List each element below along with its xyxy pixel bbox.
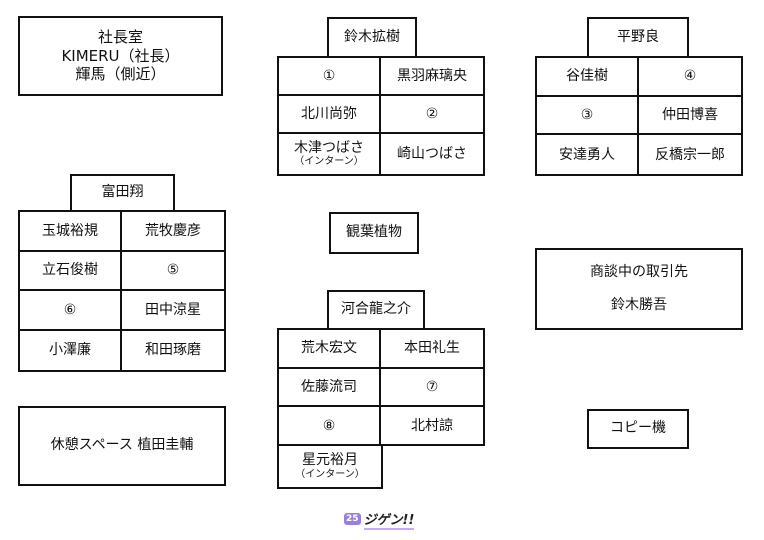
leader-name: 河合龍之介 <box>341 301 411 318</box>
desk-seat: 北村諒 <box>381 407 483 446</box>
desk-seat: 反橋宗一郎 <box>655 146 725 163</box>
break-area: 休憩スペース 植田圭輔 <box>18 406 226 486</box>
leader-name: 富田翔 <box>101 184 144 201</box>
group-leader-tomita: 富田翔 <box>70 174 175 212</box>
president-room-title: 社長室 <box>97 27 143 46</box>
desk-seat: 荒木宏文 <box>279 330 381 369</box>
leader-name: 平野良 <box>617 28 659 45</box>
copier-label: コピー機 <box>610 420 666 437</box>
desk-grid-suzuki: ① 黒羽麻璃央 北川尚弥 ② 木津つばさ （インターン） 崎山つばさ <box>277 56 485 176</box>
intern-label: （インターン） <box>295 468 365 480</box>
break-area-label: 休憩スペース 植田圭輔 <box>50 437 194 454</box>
desk-seat: 荒牧慶彦 <box>122 212 224 252</box>
logo: 25 ジゲン!! <box>344 509 418 530</box>
desk-seat: 崎山つばさ <box>397 145 467 162</box>
client-name: 鈴木勝吾 <box>611 297 667 313</box>
desk-seat: ④ <box>639 58 741 97</box>
desk-seat: ⑧ <box>279 407 381 446</box>
logo-badge: 25 <box>344 513 361 525</box>
client-meeting-title: 商談中の取引先 <box>590 263 688 280</box>
desk-seat: ② <box>381 96 483 134</box>
leader-name: 鈴木拡樹 <box>344 28 400 45</box>
desk-seat: 田中涼星 <box>122 291 224 331</box>
desk-seat: ⑦ <box>381 369 483 408</box>
intern-label: （インターン） <box>294 156 364 168</box>
group-leader-suzuki: 鈴木拡樹 <box>327 17 417 58</box>
desk-seat: 佐藤流司 <box>279 368 381 408</box>
desk-seat: 玉城裕規 <box>20 212 122 252</box>
client-meeting: 商談中の取引先 鈴木勝吾 <box>535 248 743 330</box>
plant-label: 観葉植物 <box>346 224 402 241</box>
group-leader-kawai: 河合龍之介 <box>327 290 425 330</box>
desk-seat: 和田琢磨 <box>145 342 201 359</box>
desk-seat: 安達勇人 <box>537 135 639 174</box>
desk-seat: 谷佳樹 <box>537 58 639 97</box>
desk-seat: 本田礼生 <box>381 330 483 369</box>
desk-seat-intern: 木津つばさ （インターン） <box>279 134 381 174</box>
president-room-president: KIMERU（社長） <box>61 46 180 65</box>
desk-seat-intern-kawai: 星元裕月 （インターン） <box>277 444 383 489</box>
intern-name: 星元裕月 <box>302 452 358 469</box>
president-room: 社長室 KIMERU（社長） 輝馬（側近） <box>18 16 223 96</box>
desk-seat: 仲田博喜 <box>639 97 741 136</box>
plant: 観葉植物 <box>329 212 419 254</box>
desk-seat: ① <box>279 58 381 96</box>
desk-grid-hirano: 谷佳樹 ④ ③ 仲田博喜 安達勇人 反橋宗一郎 <box>535 56 743 176</box>
desk-seat: 北川尚弥 <box>279 96 381 134</box>
desk-seat: ⑤ <box>122 252 224 291</box>
desk-grid-kawai: 荒木宏文 本田礼生 佐藤流司 ⑦ ⑧ 北村諒 <box>277 328 485 446</box>
desk-seat: 小澤廉 <box>20 330 122 370</box>
copier: コピー機 <box>587 409 689 449</box>
logo-text: ジゲン!! <box>363 509 415 530</box>
desk-seat: 立石俊樹 <box>20 251 122 291</box>
desk-seat: ③ <box>537 96 639 136</box>
desk-grid-tomita: 玉城裕規 荒牧慶彦 立石俊樹 ⑤ ⑥ 田中涼星 小澤廉 和田琢磨 <box>18 210 226 372</box>
desk-seat: 黒羽麻璃央 <box>381 58 483 96</box>
president-room-aide: 輝馬（側近） <box>75 65 166 84</box>
desk-seat: ⑥ <box>20 291 122 331</box>
group-leader-hirano: 平野良 <box>587 17 689 58</box>
